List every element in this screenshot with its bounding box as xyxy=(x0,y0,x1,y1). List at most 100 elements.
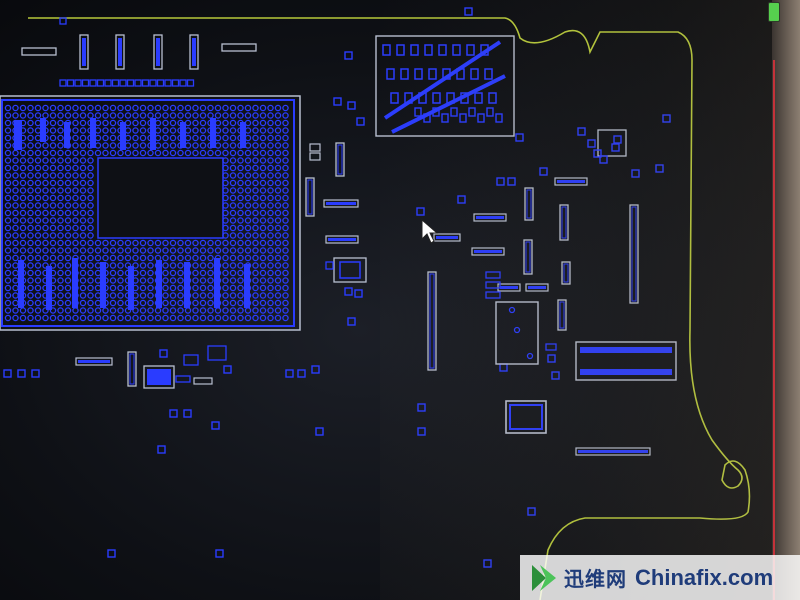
bga-ball xyxy=(177,299,184,307)
bga-ball xyxy=(87,307,94,314)
smd-part xyxy=(323,199,359,208)
strip-part xyxy=(561,261,571,285)
cluster-pad xyxy=(414,68,423,80)
strip-part xyxy=(305,177,315,217)
bga-ball xyxy=(49,254,57,262)
bga-ball xyxy=(57,172,64,179)
bga-ball xyxy=(139,112,147,119)
bga-ball xyxy=(64,172,72,179)
smd-pad xyxy=(578,450,648,453)
cluster-pad xyxy=(477,113,485,123)
strip-pad xyxy=(129,353,135,385)
bga-ball xyxy=(57,292,64,299)
bga-ball xyxy=(162,112,169,119)
bga-ball xyxy=(132,254,139,262)
bga-ball xyxy=(214,127,222,134)
bga-ball xyxy=(72,157,79,164)
bga-ball xyxy=(252,164,259,172)
bga-ball xyxy=(49,112,57,119)
bga-ball xyxy=(184,119,192,127)
bga-ball xyxy=(27,187,34,194)
board-outline xyxy=(28,17,751,600)
cluster-pad xyxy=(432,92,441,104)
bga-pad-bar xyxy=(72,258,78,308)
bga-ball xyxy=(207,149,214,157)
bga-ball xyxy=(64,262,72,269)
bga-ball xyxy=(19,209,27,217)
test-pad xyxy=(157,445,166,454)
bga-ball xyxy=(94,119,102,127)
bga-ball xyxy=(259,224,267,232)
bga-ball xyxy=(57,112,64,119)
bga-ball xyxy=(259,179,267,187)
bga-ball xyxy=(199,142,207,149)
cluster-pad xyxy=(396,44,405,56)
bga-ball xyxy=(199,277,207,284)
bga-ball xyxy=(274,307,282,314)
bga-ball xyxy=(132,104,139,112)
bga-ball xyxy=(237,239,244,247)
bga-ball xyxy=(252,209,259,217)
bga-ball xyxy=(79,262,87,269)
bga-ball xyxy=(192,307,199,314)
bga-ball xyxy=(259,127,267,134)
bga-ball xyxy=(252,277,259,284)
bga-ball xyxy=(169,142,177,149)
bga-ball xyxy=(79,134,87,142)
bga-ball xyxy=(87,254,94,262)
cluster-pad xyxy=(459,113,467,123)
bga-pad-bar xyxy=(120,122,126,150)
bga-ball xyxy=(259,172,267,179)
bga-ball xyxy=(132,247,139,254)
bga-ball xyxy=(79,269,87,277)
bga-ball xyxy=(147,292,154,299)
bga-ball xyxy=(42,254,49,262)
bga-ball xyxy=(184,307,192,314)
bga-ball xyxy=(117,314,124,322)
smd-part xyxy=(309,152,321,161)
bga-ball xyxy=(12,224,19,232)
smd-pad xyxy=(326,202,356,205)
bga-ball xyxy=(267,277,274,284)
bga-ball xyxy=(229,307,237,314)
bga-ball xyxy=(72,194,79,202)
bga-ball xyxy=(124,134,132,142)
connector-right xyxy=(575,341,677,381)
bga-ball xyxy=(12,269,19,277)
bga-ball xyxy=(49,134,57,142)
bga-ball xyxy=(87,194,94,202)
bga-ball xyxy=(147,269,154,277)
bga-ball xyxy=(19,247,27,254)
bga-ball xyxy=(259,314,267,322)
bga-ball xyxy=(244,194,252,202)
bga-ball xyxy=(274,179,282,187)
bga-ball xyxy=(237,112,244,119)
bga-ball xyxy=(27,142,34,149)
bga-ball xyxy=(162,307,169,314)
bga-ball xyxy=(207,247,214,254)
bga-ball xyxy=(139,239,147,247)
bga-ball xyxy=(229,292,237,299)
bga-ball xyxy=(222,149,229,157)
test-pad xyxy=(285,369,294,378)
bga-ball xyxy=(87,247,94,254)
bga-ball xyxy=(162,104,169,112)
test-pad xyxy=(655,164,664,173)
bga-ball xyxy=(72,127,79,134)
bga-ball xyxy=(4,179,12,187)
strip-pad xyxy=(429,273,435,369)
bga-ball xyxy=(199,284,207,292)
bga-ball xyxy=(199,247,207,254)
bga-ball xyxy=(42,314,49,322)
bga-ball xyxy=(27,202,34,209)
bga-ball xyxy=(162,254,169,262)
bga-ball xyxy=(12,277,19,284)
test-pad xyxy=(356,117,365,126)
bga-ball xyxy=(274,172,282,179)
bga-ball xyxy=(229,202,237,209)
bga-ball xyxy=(87,292,94,299)
bga-ball xyxy=(49,157,57,164)
bga-ball xyxy=(169,239,177,247)
